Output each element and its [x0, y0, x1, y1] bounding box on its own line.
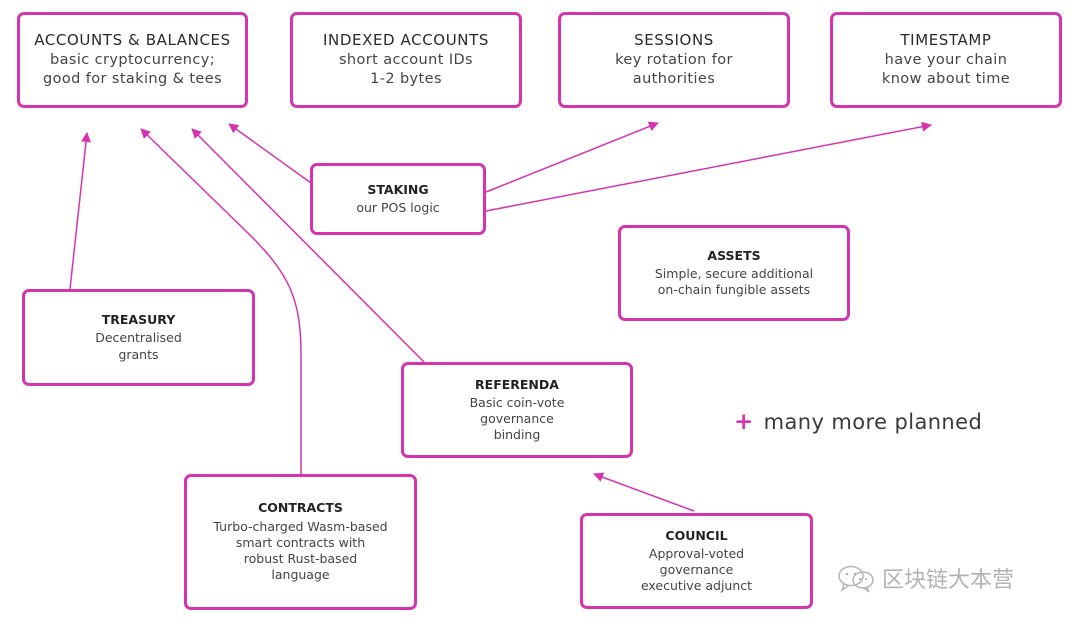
- module-title: TIMESTAMP: [900, 31, 992, 50]
- module-description: Basic coin-vote governance binding: [469, 394, 565, 443]
- module-description: key rotation for authorities: [615, 51, 733, 87]
- module-description: Approval-voted governance executive adju…: [640, 545, 753, 594]
- module-title: INDEXED ACCOUNTS: [323, 31, 489, 50]
- module-title: ACCOUNTS & BALANCES: [34, 31, 231, 50]
- module-assets: ASSETS Simple, secure additional on-chai…: [618, 225, 850, 321]
- more-planned-note: + many more planned: [734, 409, 982, 435]
- module-description: our POS logic: [356, 200, 440, 215]
- plus-icon: +: [734, 409, 754, 435]
- arrow-referenda-to-accounts: [191, 128, 425, 363]
- module-accounts-balances: ACCOUNTS & BALANCES basic cryptocurrency…: [17, 12, 248, 108]
- module-treasury: TREASURY Decentralised grants: [22, 289, 255, 386]
- module-title: REFERENDA: [475, 376, 559, 392]
- module-description: short account IDs 1-2 bytes: [338, 51, 474, 87]
- watermark-text: 区块链大本营: [882, 568, 1015, 593]
- module-description: basic cryptocurrency; good for staking &…: [42, 51, 223, 87]
- module-sessions: SESSIONS key rotation for authorities: [558, 12, 790, 108]
- arrow-staking-to-timestamp: [485, 121, 932, 212]
- module-title: SESSIONS: [634, 31, 714, 50]
- module-description: Simple, secure additional on-chain fungi…: [654, 265, 814, 298]
- module-title: CONTRACTS: [258, 500, 343, 516]
- arrow-council-to-referenda: [593, 472, 695, 512]
- module-timestamp: TIMESTAMP have your chain know about tim…: [830, 12, 1062, 108]
- module-referenda: REFERENDA Basic coin-vote governance bin…: [401, 362, 633, 458]
- wechat-icon: [838, 565, 874, 593]
- arrow-staking-to-sessions: [485, 121, 659, 193]
- module-description: Turbo-charged Wasm-based smart contracts…: [213, 518, 388, 583]
- module-contracts: CONTRACTS Turbo-charged Wasm-based smart…: [184, 474, 417, 610]
- module-description: Decentralised grants: [95, 330, 182, 362]
- arrow-contracts-to-accounts: [140, 128, 302, 474]
- module-title: STAKING: [367, 181, 429, 197]
- module-indexed-accounts: INDEXED ACCOUNTS short account IDs 1-2 b…: [290, 12, 522, 108]
- arrow-staking-to-accounts: [228, 123, 312, 184]
- arrow-treasury-to-accounts: [69, 132, 91, 290]
- module-title: COUNCIL: [665, 527, 728, 543]
- module-description: have your chain know about time: [881, 51, 1011, 87]
- module-staking: STAKING our POS logic: [310, 163, 486, 235]
- module-title: ASSETS: [707, 247, 761, 263]
- watermark: 区块链大本营: [836, 562, 1014, 594]
- module-title: TREASURY: [101, 312, 176, 328]
- more-planned-text: many more planned: [763, 410, 983, 434]
- module-council: COUNCIL Approval-voted governance execut…: [580, 513, 813, 609]
